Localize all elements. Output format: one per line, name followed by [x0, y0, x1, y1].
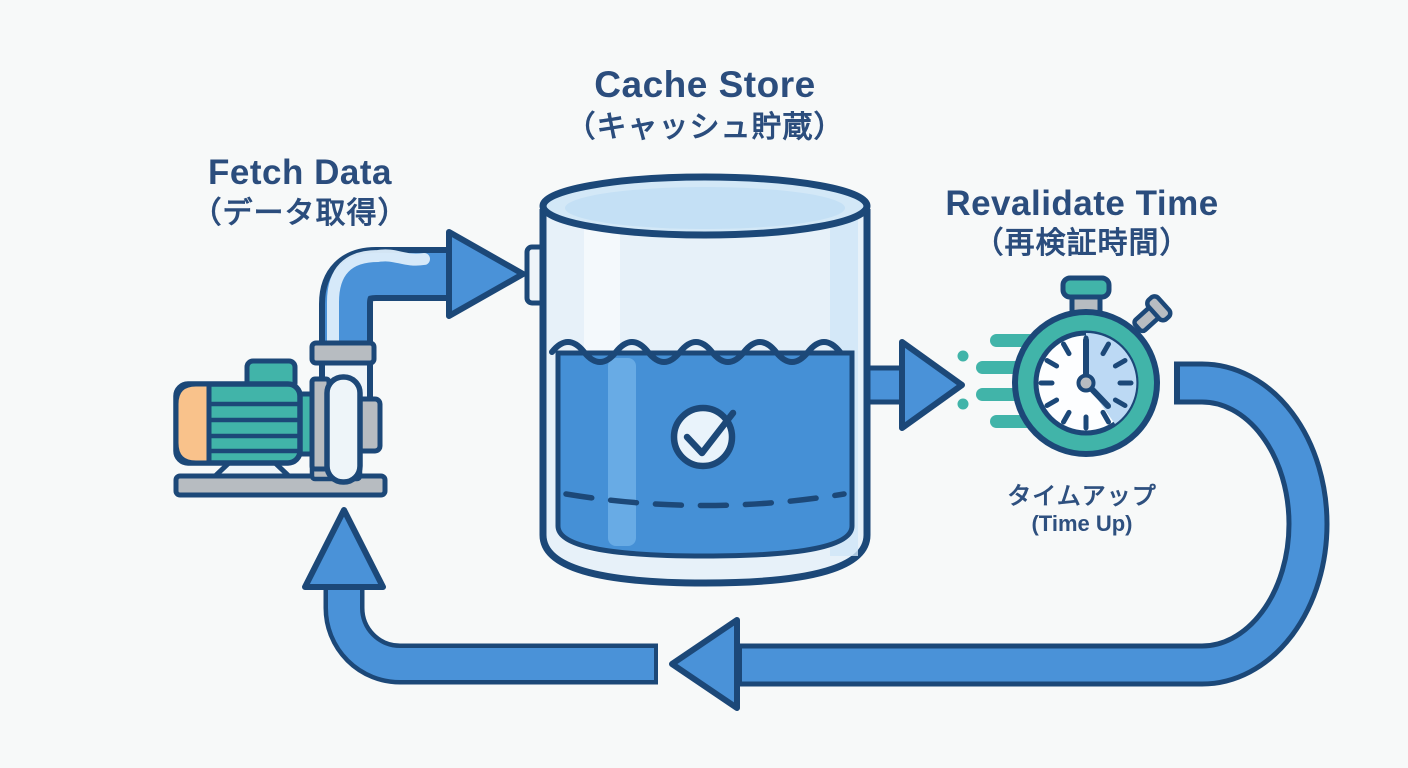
fetch-data-title: Fetch Data	[208, 153, 392, 192]
water-surface-wave	[549, 339, 843, 365]
tank-top-surface	[565, 187, 845, 229]
checkmark-circle	[670, 404, 736, 470]
up-arrowhead	[302, 507, 386, 590]
tank-dashed-level	[563, 491, 847, 509]
revalidate-time-subtitle: （再検証時間）	[974, 226, 1191, 260]
arrowhead	[899, 339, 965, 431]
revalidate-loop-arrow	[669, 361, 1330, 711]
cache-store-subtitle: （キャッシュ貯蔵）	[566, 110, 845, 144]
loop-left-arrowhead	[669, 617, 740, 711]
fetch-data-subtitle: （データ取得）	[192, 196, 409, 230]
water-tank-icon	[524, 173, 871, 587]
return-pipe	[328, 588, 654, 680]
loop-pipe	[742, 366, 1325, 682]
pump-fins	[207, 401, 300, 454]
revalidate-time-title: Revalidate Time	[945, 184, 1218, 223]
stopwatch-icon	[957, 275, 1173, 457]
hands-pivot	[1076, 373, 1096, 393]
checkmark-icon	[683, 409, 737, 457]
elapsed-time-sector	[1086, 332, 1137, 424]
time-up-label: タイムアップ (Time Up)	[1007, 483, 1157, 536]
stopwatch-crown-button	[1060, 275, 1112, 316]
cache-store-title: Cache Store	[594, 64, 815, 105]
pipe-arrowhead	[446, 229, 526, 319]
fetch-data-label: Fetch Data （データ取得）	[192, 153, 409, 230]
pump-icon	[173, 358, 388, 498]
pump-head-capsule	[324, 374, 363, 485]
pump-end-cap	[173, 381, 212, 466]
pipe-flange	[309, 340, 377, 366]
cache-store-label: Cache Store （キャッシュ貯蔵）	[566, 64, 845, 144]
loop-return-up-arrow	[302, 507, 658, 685]
water-highlight	[608, 358, 636, 546]
pipe-water	[325, 253, 449, 352]
time-up-subtitle: (Time Up)	[1031, 511, 1132, 536]
time-up-title: タイムアップ	[1007, 483, 1157, 510]
pipe-water-highlight	[327, 249, 430, 358]
stopwatch-side-button	[1132, 294, 1173, 334]
revalidate-time-label: Revalidate Time （再検証時間）	[945, 184, 1218, 260]
